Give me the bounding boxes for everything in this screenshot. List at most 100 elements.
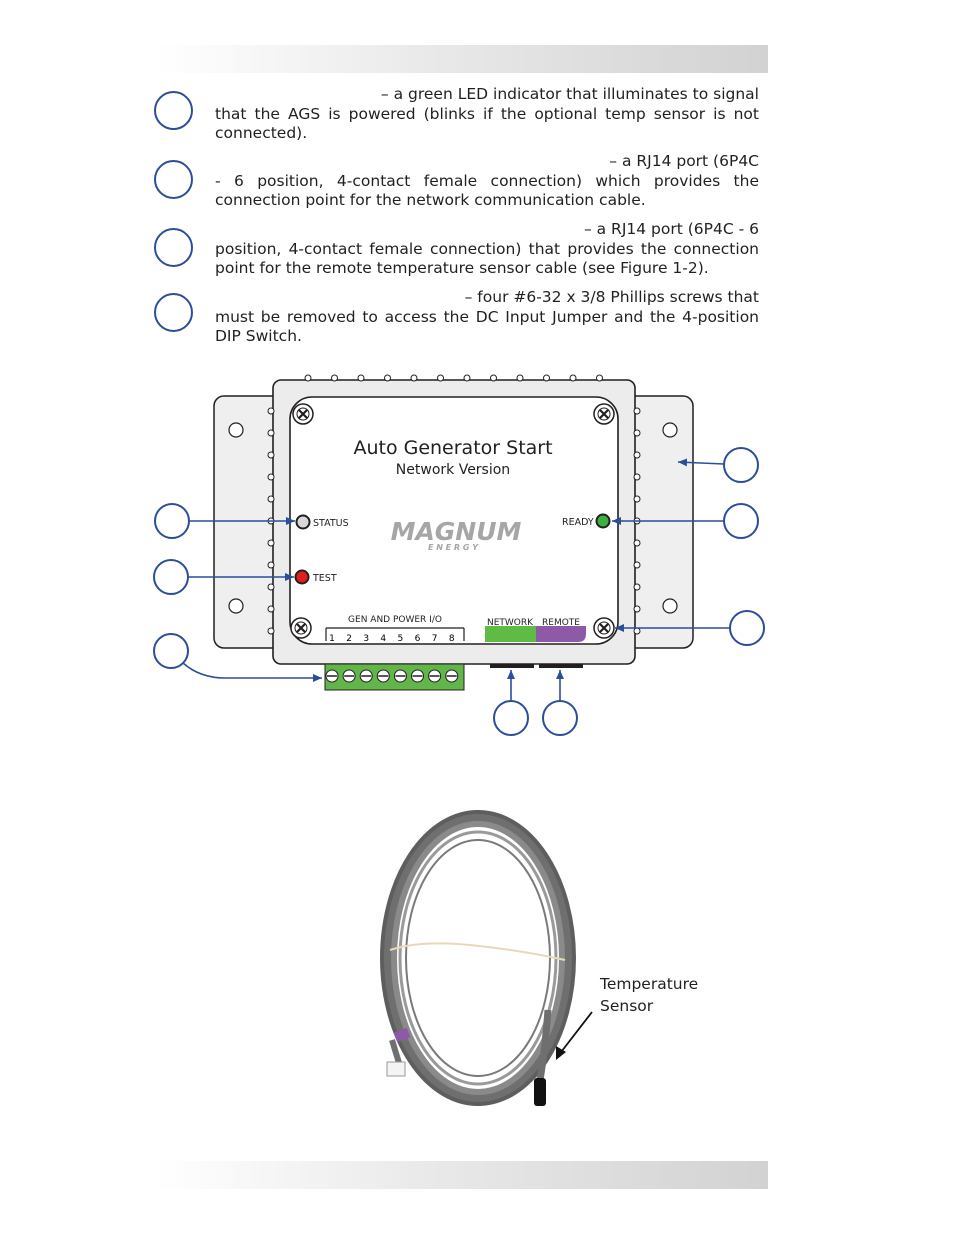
fin xyxy=(267,407,275,415)
test-label: TEST xyxy=(312,573,337,584)
fin xyxy=(331,374,338,382)
fin xyxy=(267,539,275,547)
ready-label: READY xyxy=(562,517,594,528)
cable-coil xyxy=(380,810,576,1106)
terminal-screw xyxy=(325,669,339,683)
gen-power-label: GEN AND POWER I/O xyxy=(348,615,442,625)
terminal-number: 5 xyxy=(398,634,404,644)
terminal-number: 7 xyxy=(432,634,438,644)
fin xyxy=(633,407,641,415)
fin xyxy=(463,374,471,382)
remote-port xyxy=(539,664,583,668)
mounting-hole xyxy=(662,422,678,438)
terminal-number: 6 xyxy=(415,634,421,644)
cable-label-tag xyxy=(393,1027,411,1043)
item-body: - 6 position, 4-contact female connectio… xyxy=(215,171,759,210)
fin xyxy=(384,374,391,382)
fin xyxy=(633,429,641,437)
fin xyxy=(596,374,603,382)
terminal-number: 1 xyxy=(329,634,335,644)
test-led xyxy=(294,569,310,585)
brand-logo: MAGNUM xyxy=(391,517,522,546)
cover-screw xyxy=(291,402,315,426)
terminal-screw xyxy=(444,669,459,683)
mounting-hole xyxy=(228,598,244,614)
terminal-screw xyxy=(410,669,425,683)
callout-circle xyxy=(154,503,190,539)
callout-circle xyxy=(154,160,193,199)
sensor-pointer xyxy=(557,1011,593,1057)
item-lead: – a RJ14 port (6P4C - 6 xyxy=(583,220,759,238)
terminal-screw xyxy=(427,669,442,683)
label-line: Temperature xyxy=(600,975,699,993)
footer-bar xyxy=(155,1161,768,1189)
status-label: STATUS xyxy=(313,518,349,529)
ags-device-figure: Auto Generator Start Network Version STA… xyxy=(153,374,765,736)
callout-circle xyxy=(542,700,578,736)
sensor-lead xyxy=(536,1009,552,1081)
terminal-screw xyxy=(359,669,373,683)
terminal-number: 4 xyxy=(380,634,386,644)
fin xyxy=(633,539,641,547)
fin xyxy=(267,627,275,635)
callout-circle xyxy=(729,610,765,646)
callout-circle xyxy=(154,91,193,130)
label-line: Sensor xyxy=(600,997,654,1015)
network-label: NETWORK xyxy=(487,618,534,628)
remote-label: REMOTE xyxy=(542,618,580,628)
fin xyxy=(267,583,275,591)
fin xyxy=(304,374,312,382)
fin xyxy=(267,429,275,437)
callout-circle xyxy=(154,293,193,332)
fin xyxy=(490,374,497,382)
fin xyxy=(633,627,641,635)
callout-circle xyxy=(153,559,189,595)
remote-port-label-bg xyxy=(536,626,586,642)
fin xyxy=(633,451,641,459)
item-status-led: – a green LED indicator that illuminates… xyxy=(215,85,759,144)
item-lead: – a RJ14 port (6P4C xyxy=(609,152,759,170)
fin xyxy=(267,495,275,503)
network-port xyxy=(490,664,534,668)
fin xyxy=(633,495,641,503)
terminal-screw xyxy=(376,669,391,683)
callout-arrows xyxy=(182,458,730,701)
terminal-screw xyxy=(393,669,408,683)
cover-screw xyxy=(289,616,313,640)
fin xyxy=(633,605,641,613)
item-network-port: – a RJ14 port (6P4C - 6 position, 4-cont… xyxy=(215,152,759,211)
fin xyxy=(267,605,275,613)
rj14-plug xyxy=(386,1061,406,1077)
brand-sub: E N E R G Y xyxy=(428,543,479,552)
status-led xyxy=(295,514,311,530)
device-subtitle: Network Version xyxy=(396,462,510,478)
item-body: position, 4-contact female connection) t… xyxy=(215,239,759,278)
item-body: must be removed to access the DC Input J… xyxy=(215,307,759,346)
temperature-sensor-label: Temperature Sensor xyxy=(600,973,698,1017)
fin xyxy=(267,473,275,481)
item-lead: – a green LED indicator that illuminates… xyxy=(380,85,759,103)
item-lead: – four #6-32 x 3/8 Phillips screws that xyxy=(464,288,759,306)
ready-led xyxy=(595,513,611,529)
callout-circle xyxy=(723,447,759,483)
terminal-number: 3 xyxy=(363,634,369,644)
sensor-pointer-head xyxy=(556,1046,566,1060)
device-title: Auto Generator Start xyxy=(353,437,552,459)
fin xyxy=(633,583,641,591)
cooling-fins xyxy=(267,374,641,635)
fin xyxy=(357,374,365,382)
temperature-sensor-cable-figure xyxy=(380,810,593,1106)
fin xyxy=(267,561,275,569)
item-cover-screws: – four #6-32 x 3/8 Phillips screws that … xyxy=(215,288,759,347)
callout-circle xyxy=(154,228,193,267)
terminal-number: 2 xyxy=(346,634,352,644)
fin xyxy=(516,374,524,382)
fin xyxy=(633,561,641,569)
cable-tie xyxy=(389,942,566,961)
temperature-sensor xyxy=(534,1078,546,1106)
item-body: that the AGS is powered (blinks if the o… xyxy=(215,104,759,143)
cover-screw xyxy=(592,402,616,426)
network-port-label-bg xyxy=(485,626,536,642)
callout-circle xyxy=(493,700,529,736)
fin xyxy=(543,374,550,382)
